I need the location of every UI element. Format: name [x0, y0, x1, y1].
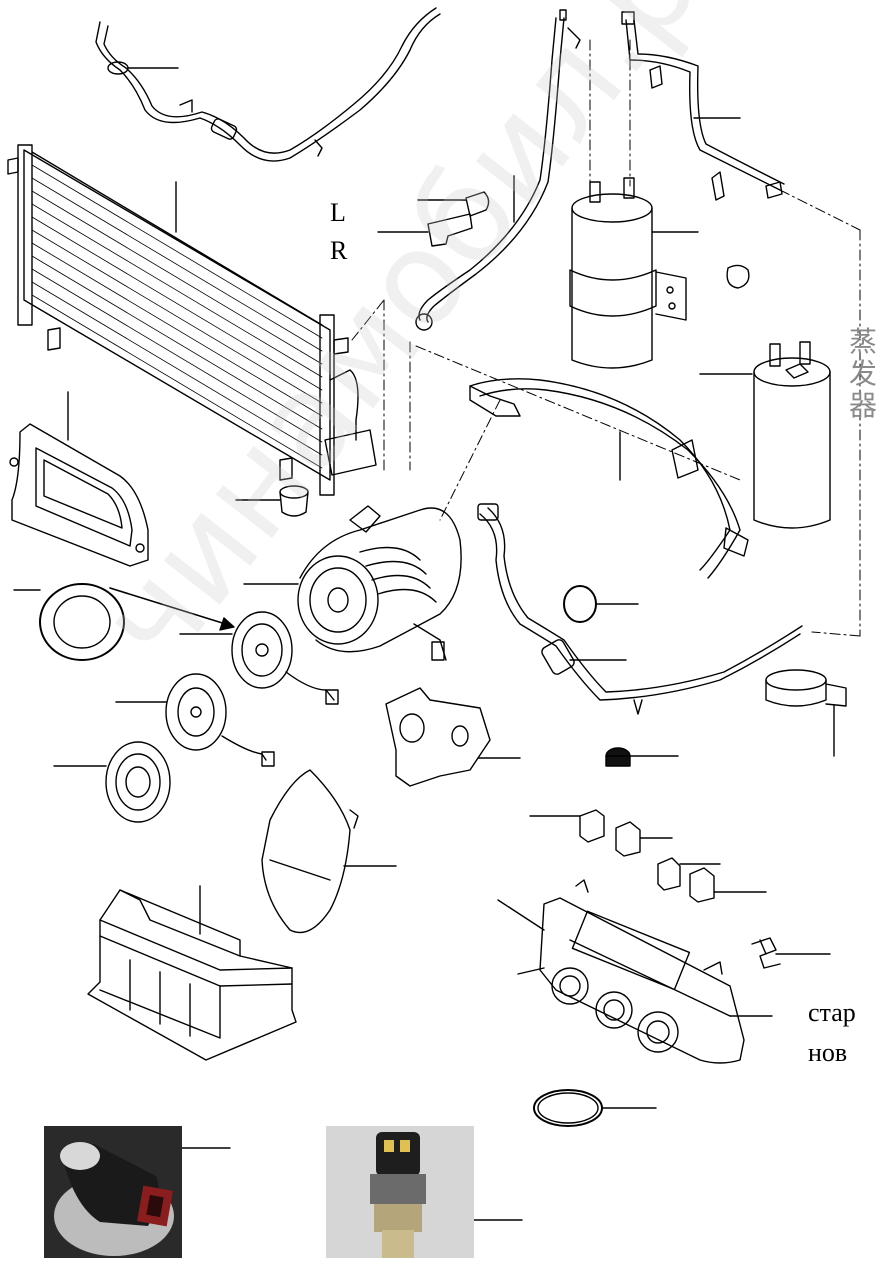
cover-shell: [261, 769, 397, 934]
o-ring-large: [533, 1089, 657, 1127]
compressor-bracket: [385, 687, 521, 787]
label-evaporator: 蒸发器: [848, 325, 877, 422]
liquid-pipe: [415, 9, 581, 331]
pressure-switch-photo-1: [44, 1126, 182, 1258]
clutch-hub: [115, 673, 275, 767]
label-left: L: [330, 198, 346, 227]
clamp: [765, 669, 847, 757]
control-knob-cap: [605, 747, 679, 767]
plug: [235, 485, 309, 517]
bracket-L: [417, 191, 490, 217]
discharge-hose: [469, 378, 803, 715]
bracket-R: [377, 213, 473, 247]
air-duct: [87, 885, 297, 1061]
label-new: нов: [808, 1038, 848, 1067]
evaporator-drier: [699, 341, 831, 529]
condenser: [7, 144, 377, 496]
clip: [751, 937, 831, 969]
label-right: R: [330, 236, 348, 265]
clutch-assembly: [179, 611, 339, 705]
label-old: стар: [808, 998, 856, 1027]
bearing: [13, 583, 125, 661]
control-buttons: [529, 809, 767, 903]
o-ring: [563, 585, 639, 623]
compressor: [243, 505, 462, 661]
climate-control-panel: [497, 879, 773, 1064]
pressure-pipe: [621, 11, 785, 201]
blower-housing: [9, 391, 149, 567]
pulley: [53, 741, 171, 823]
pressure-switch-photo-2: [326, 1126, 474, 1258]
suction-hose: [95, 7, 441, 162]
receiver-drier: [569, 177, 750, 369]
